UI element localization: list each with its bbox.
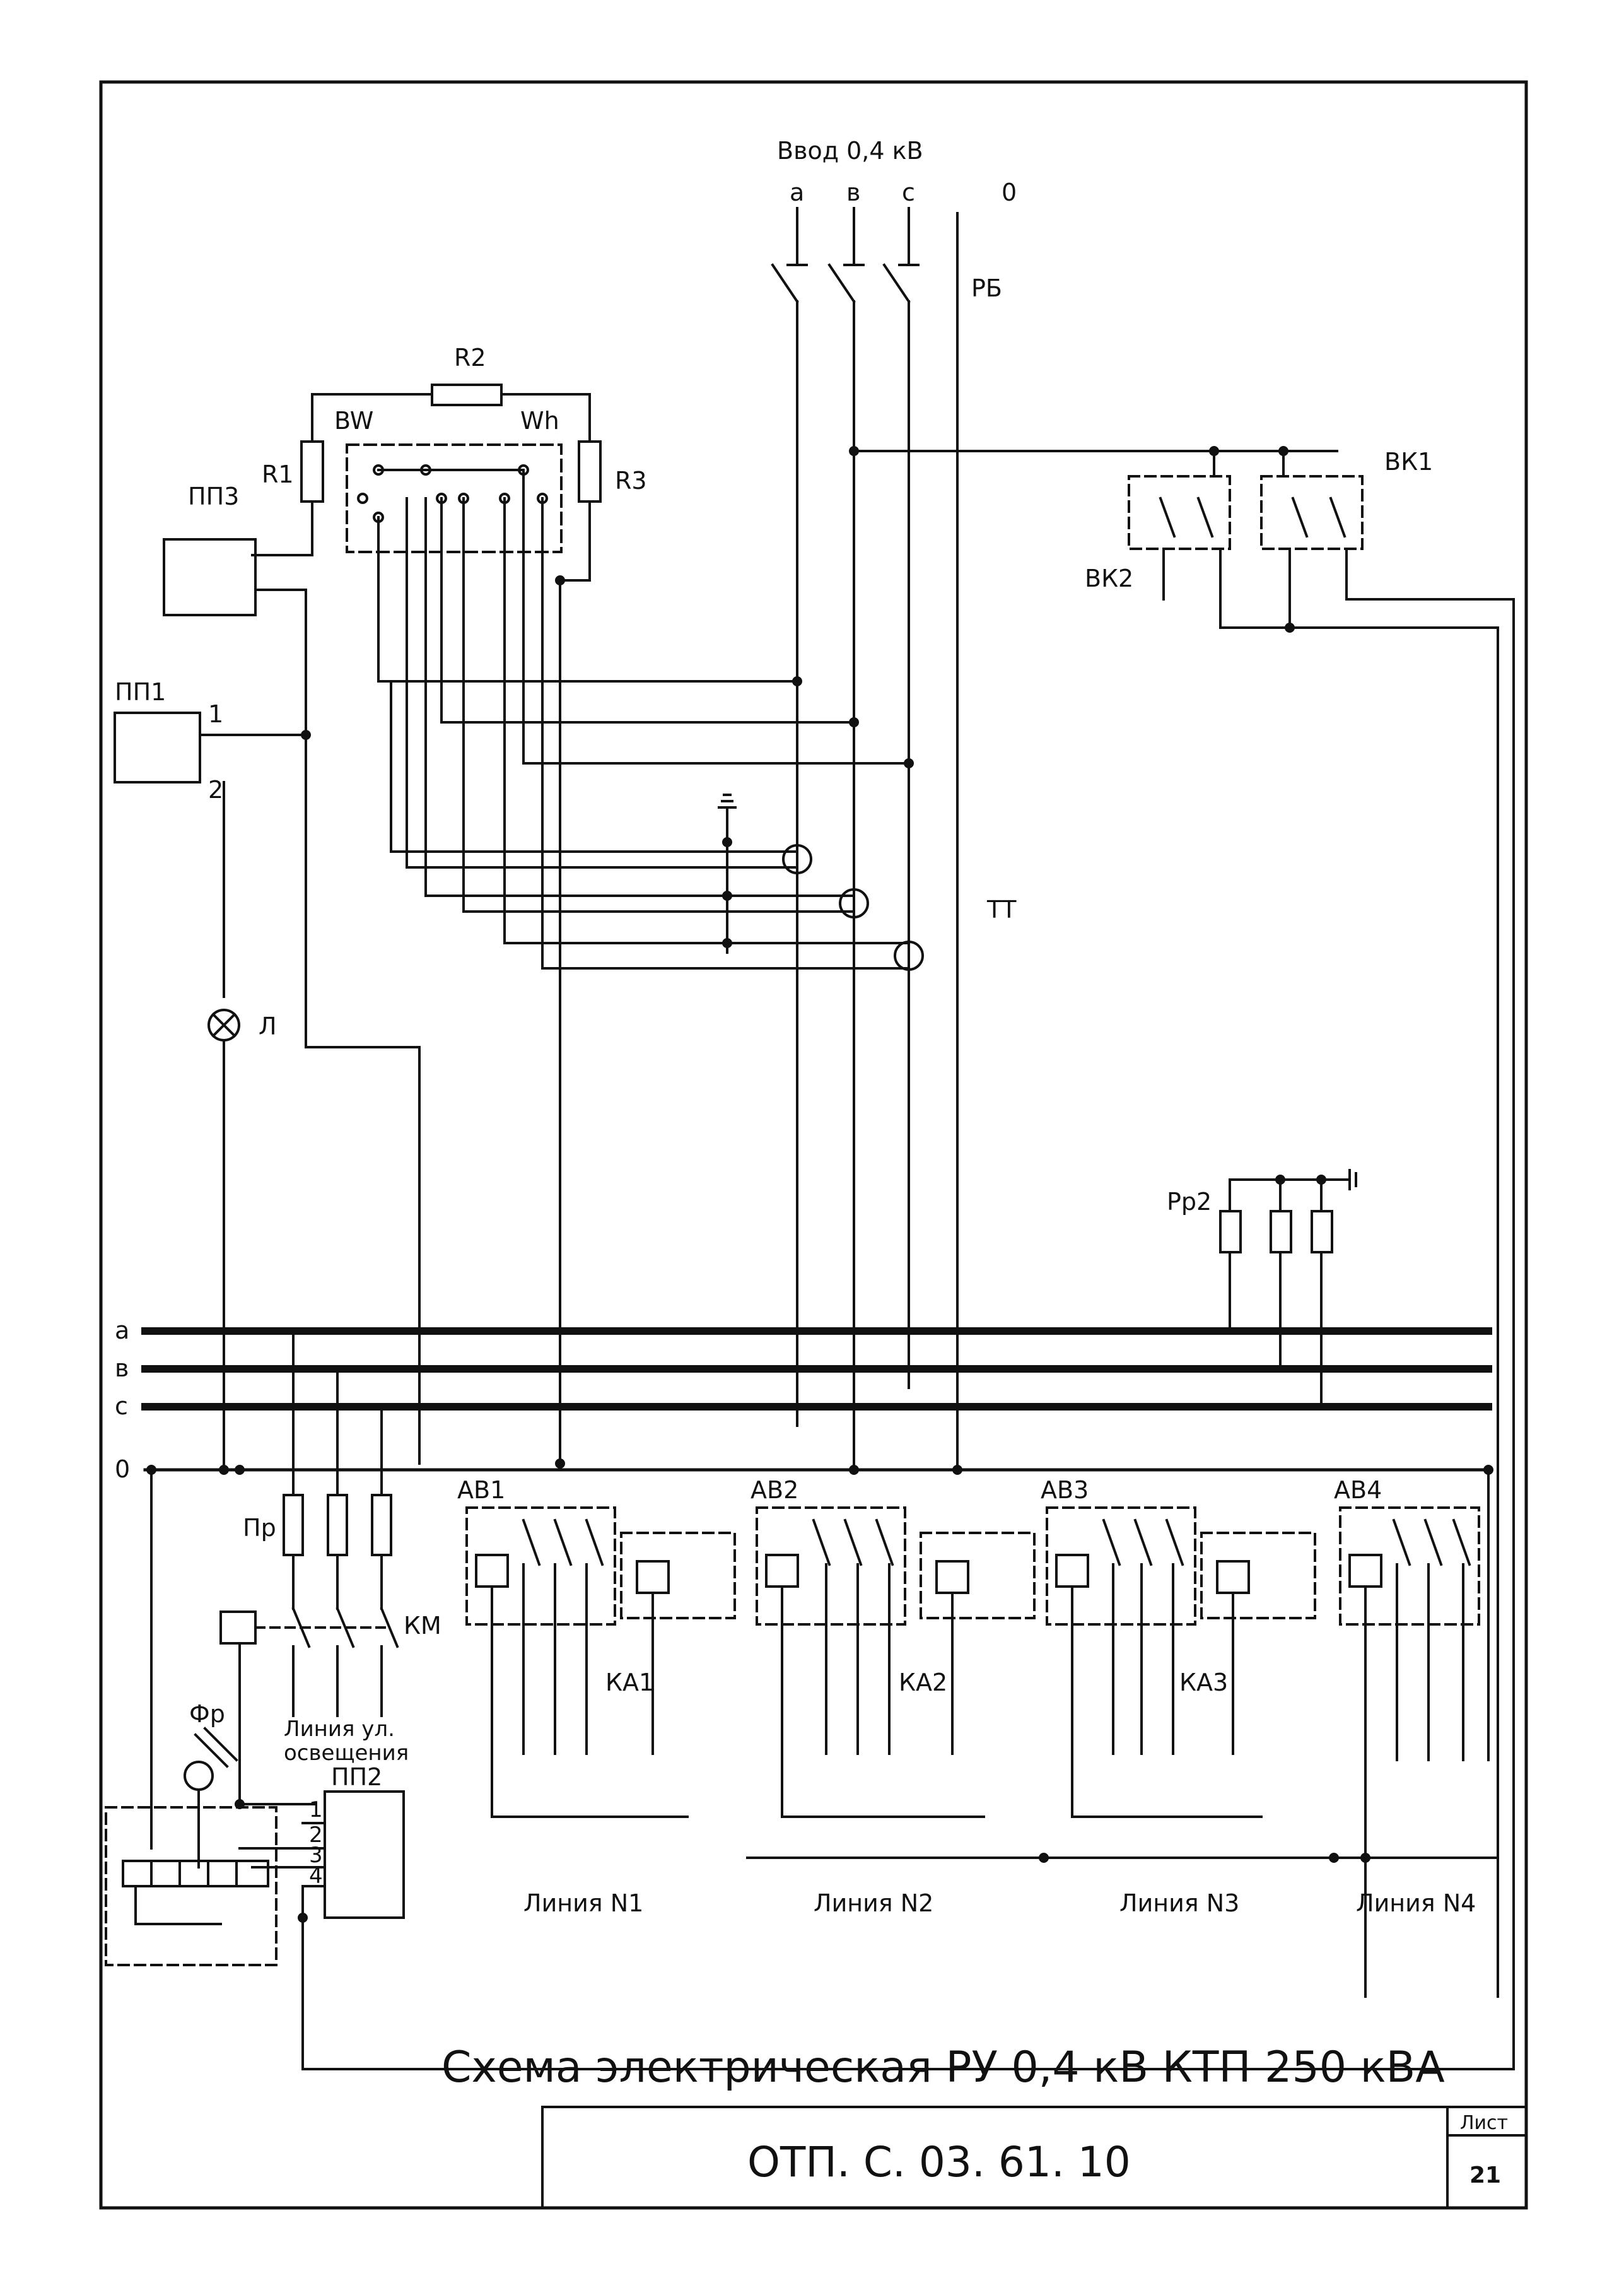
meter-assembly <box>251 384 910 1465</box>
line-n4-label: Линия N4 <box>1356 1889 1476 1917</box>
photo-relay-label: Фр <box>189 1700 225 1728</box>
control-circuit <box>105 1469 1515 2070</box>
breaker-av2-label: АВ2 <box>751 1476 798 1504</box>
pp1-terminal-1: 1 <box>208 700 223 728</box>
phase-a-label: a <box>790 179 804 206</box>
pp2-terminal-4: 4 <box>309 1863 323 1889</box>
breaker-av3-label: АВ3 <box>1041 1476 1089 1504</box>
street-lighting-branch <box>219 1330 399 1805</box>
pp3-label: ПП3 <box>188 483 239 510</box>
pp2-terminal-1: 1 <box>309 1797 323 1822</box>
vk2-label: ВК2 <box>1085 565 1133 592</box>
input-title: Ввод 0,4 кВ <box>777 137 923 165</box>
lamp-label: Л <box>259 1012 277 1040</box>
input-feeders <box>771 207 959 1471</box>
sheet-label: Лист <box>1460 2112 1508 2134</box>
r3-label: R3 <box>615 467 647 495</box>
line-n2-label: Линия N2 <box>814 1889 933 1917</box>
fuse-pr-label: Пр <box>243 1514 276 1542</box>
pp2-terminal-2: 2 <box>309 1822 323 1848</box>
line-n3-label: Линия N3 <box>1119 1889 1239 1917</box>
r1-label: R1 <box>262 461 294 488</box>
busbars <box>141 1327 1492 1472</box>
bus-a-label: a <box>115 1317 129 1344</box>
signal-lamp <box>207 1009 240 1041</box>
pp3-device <box>163 538 257 616</box>
line-groups <box>465 1469 1499 1998</box>
pp1-device <box>114 712 201 783</box>
contactor-km-label: КМ <box>404 1612 441 1640</box>
drawing-title: Схема электрическая РУ 0,4 кВ КТП 250 кВ… <box>441 2043 1445 2092</box>
title-block <box>541 2106 1528 2209</box>
street-light-line-2: освещения <box>284 1740 409 1766</box>
pp2-terminal-3: 3 <box>309 1843 323 1868</box>
relay-ka3-label: КА3 <box>1179 1669 1228 1696</box>
street-light-line-1: Линия ул. <box>284 1716 395 1742</box>
neutral-label: 0 <box>1002 179 1017 206</box>
current-transformers <box>390 497 924 971</box>
document-code: ОТП. С. 03. 61. 10 <box>747 2138 1131 2186</box>
relay-ka2-label: КА2 <box>899 1669 947 1696</box>
rp2-label: Рр2 <box>1167 1188 1212 1216</box>
pp1-label: ПП1 <box>115 678 166 706</box>
relay-ka1-label: КА1 <box>605 1669 654 1696</box>
sheet-number: 21 <box>1469 2162 1501 2188</box>
rp2-arresters <box>1219 1169 1357 1408</box>
pp1-terminal-2: 2 <box>208 776 223 804</box>
vk-switches <box>853 450 1515 2070</box>
bus-c-label: c <box>115 1392 128 1420</box>
bus-0-label: 0 <box>115 1455 130 1483</box>
vk1-label: ВК1 <box>1384 448 1433 476</box>
tt-label: ТТ <box>986 896 1017 924</box>
bus-b-label: в <box>115 1354 129 1382</box>
breaker-av1-label: АВ1 <box>457 1476 505 1504</box>
junction-dots <box>146 446 1493 1923</box>
r2-label: R2 <box>454 344 486 372</box>
phase-c-label: c <box>902 179 915 206</box>
bw-label: BW <box>334 407 373 435</box>
pp2-label: ПП2 <box>331 1763 382 1791</box>
phase-b-label: в <box>846 179 860 206</box>
wh-label: Wh <box>520 407 559 435</box>
drawing-frame <box>99 80 1528 2210</box>
switch-rb-label: РБ <box>971 274 1002 302</box>
breaker-av4-label: АВ4 <box>1334 1476 1382 1504</box>
line-n1-label: Линия N1 <box>523 1889 643 1917</box>
